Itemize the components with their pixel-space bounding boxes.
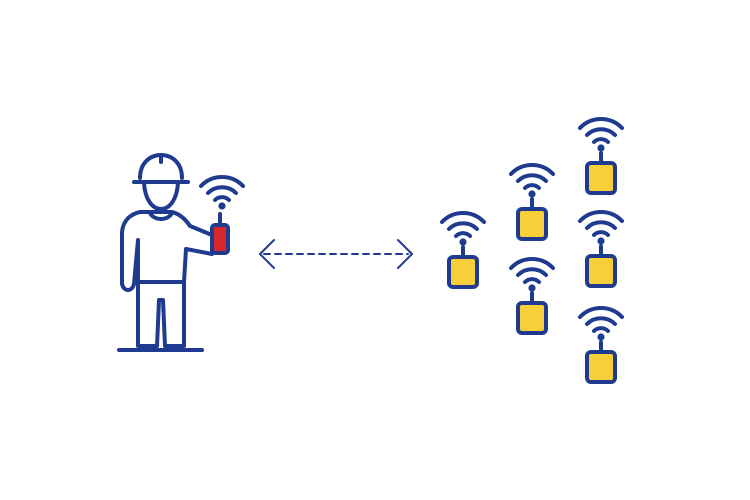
left-arrowhead	[259, 239, 275, 269]
sensor-body	[585, 161, 617, 195]
wireless-sensor-icon	[509, 163, 555, 241]
handheld-radio-icon	[210, 212, 230, 255]
wireless-sensor-icon	[578, 117, 624, 195]
worker-legs	[136, 280, 186, 348]
sensor-body	[516, 207, 548, 241]
wifi-signal-icon	[578, 210, 624, 247]
worker-with-hard-hat-icon	[117, 153, 214, 352]
sensor-body	[585, 350, 617, 384]
right-arrowhead	[397, 239, 413, 269]
wireless-sensor-icon	[509, 257, 555, 335]
wifi-signal-icon	[578, 117, 624, 154]
wifi-signal-icon	[509, 257, 555, 294]
sensor-body	[585, 254, 617, 288]
double-arrow-dashed-icon	[259, 239, 413, 269]
wifi-signal-icon	[440, 211, 486, 248]
wifi-signal-icon	[199, 175, 245, 212]
wireless-sensor-icon	[578, 306, 624, 384]
worker-torso	[120, 210, 214, 292]
sensor-body	[516, 301, 548, 335]
wifi-signal-icon	[509, 163, 555, 200]
sensor-body	[447, 255, 479, 289]
wireless-sensor-icon	[578, 210, 624, 288]
worker-face	[142, 181, 180, 211]
wireless-sensor-icon	[440, 211, 486, 289]
worker-collar	[148, 211, 174, 221]
radio-body	[210, 223, 230, 255]
sensor-array	[440, 117, 624, 384]
wifi-signal-icon	[578, 306, 624, 343]
